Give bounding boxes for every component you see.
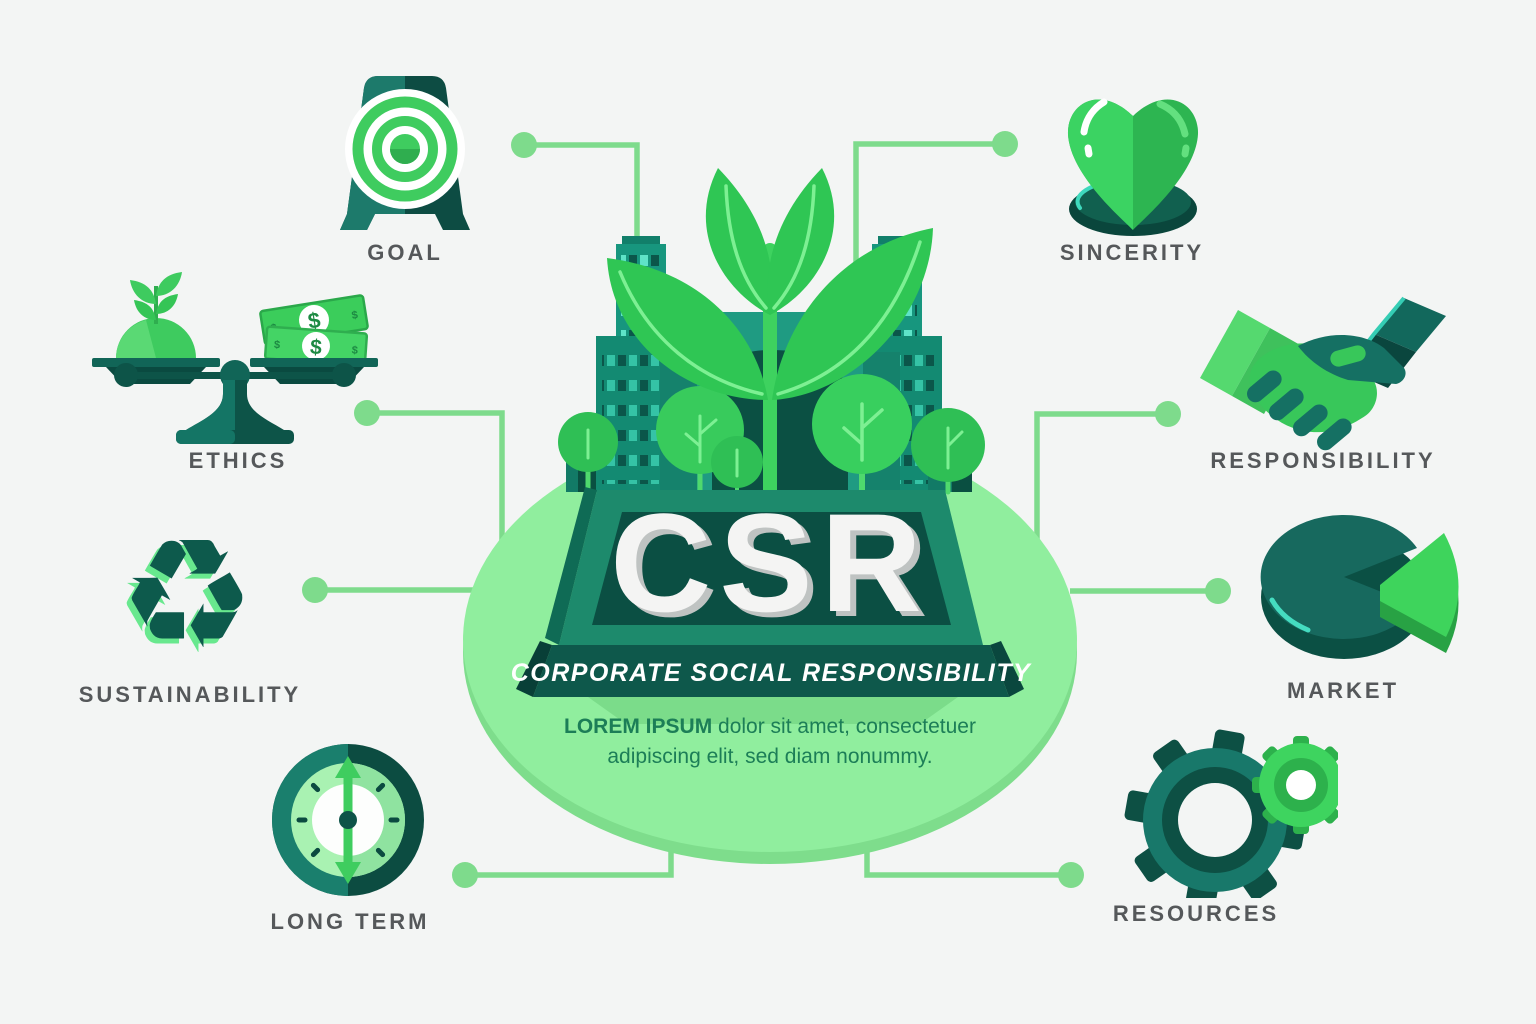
connector-dot — [992, 131, 1018, 157]
label-sincerity: SINCERITY — [1059, 240, 1205, 265]
connector-dot — [452, 862, 478, 888]
svg-text:$: $ — [306, 307, 322, 334]
banner-shadow — [588, 697, 958, 724]
label-long-term: LONG TERM — [270, 909, 430, 934]
pie-chart-icon — [1260, 515, 1459, 659]
label-responsibility: RESPONSIBILITY — [1210, 448, 1436, 473]
description-body: dolor sit amet, consectetuer adipiscing … — [607, 715, 976, 768]
recycle-icon: ♻ — [118, 506, 256, 683]
plant-sprout — [607, 168, 933, 499]
clock-icon — [272, 744, 424, 896]
trees — [558, 374, 985, 495]
connector-dot — [1205, 578, 1231, 604]
description-lead: LOREM IPSUM — [564, 715, 713, 738]
label-market: MARKET — [1286, 678, 1400, 703]
connector-responsibility — [1034, 411, 1168, 565]
handshake-icon — [1200, 296, 1446, 451]
label-goal: GOAL — [367, 240, 443, 265]
balance-scale-icon: $ $ $ $ $ $ — [92, 272, 378, 444]
connector-ethics — [367, 410, 505, 565]
connector-dot — [511, 132, 537, 158]
heart-icon — [1067, 98, 1199, 236]
svg-text:$: $ — [309, 336, 323, 360]
csr-banner: CSR CSR CORPORATE SOCIAL RESPONSIBILITY — [511, 484, 1032, 697]
csr-title: CSR — [610, 484, 930, 641]
label-ethics: ETHICS — [188, 448, 288, 473]
connector-dot — [1155, 401, 1181, 427]
csr-subtitle: CORPORATE SOCIAL RESPONSIBILITY — [511, 659, 1032, 687]
svg-text:$: $ — [351, 309, 359, 322]
connector-dot — [354, 400, 380, 426]
svg-text:$: $ — [273, 339, 280, 351]
label-sustainability: SUSTAINABILITY — [78, 682, 302, 707]
csr-title-shadow: CSR — [616, 489, 936, 646]
label-resources: RESOURCES — [1112, 901, 1280, 926]
target-icon — [340, 76, 470, 230]
description-text: LOREM IPSUM dolor sit amet, consectetuer… — [545, 712, 995, 772]
connector-dot — [1058, 862, 1084, 888]
gears-icon — [1124, 729, 1338, 898]
connector-dot — [302, 577, 328, 603]
svg-text:$: $ — [351, 345, 358, 357]
